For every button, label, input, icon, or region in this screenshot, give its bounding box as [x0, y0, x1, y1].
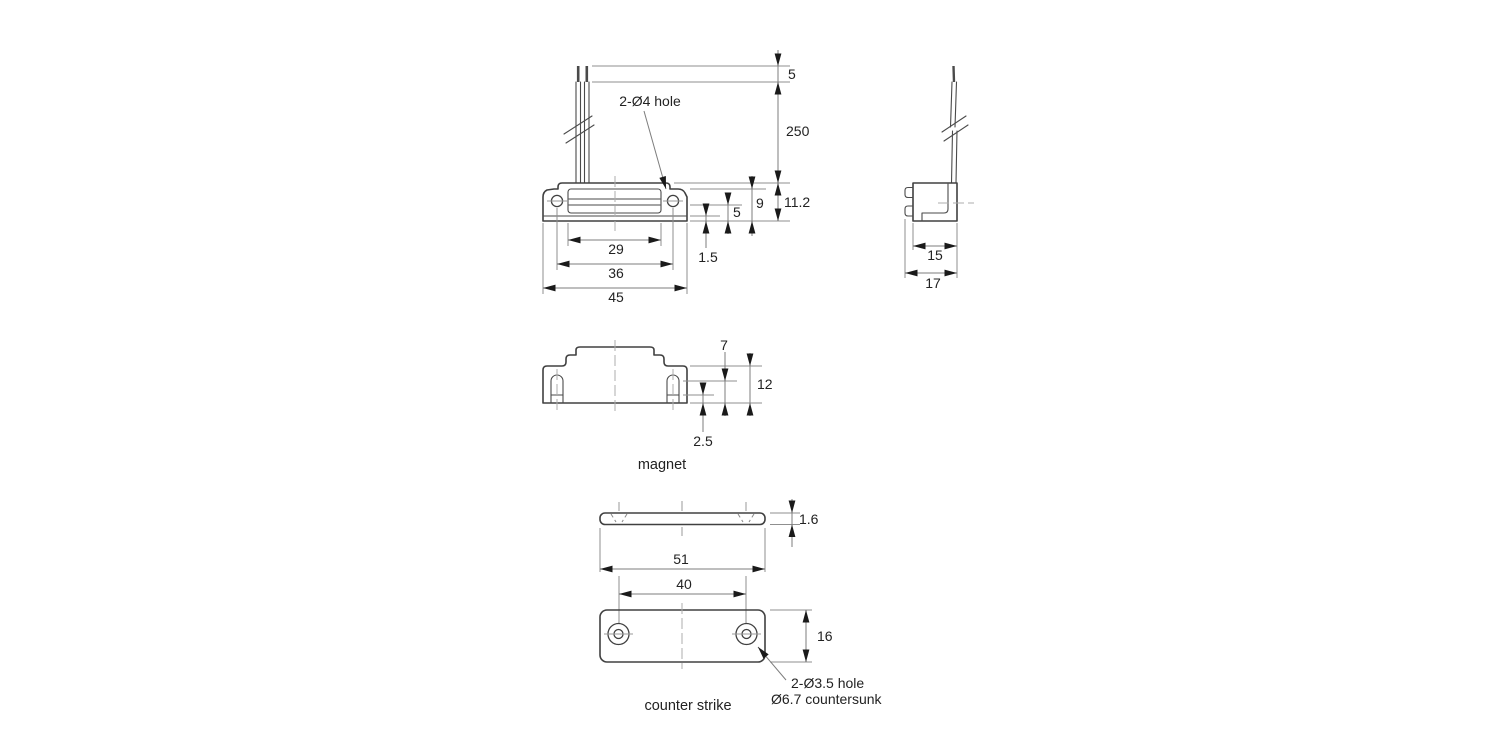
dim-text: 9	[756, 195, 764, 211]
dim-total-depth: 17	[905, 269, 957, 291]
callout-text-line2: Ø6.7 countersunk	[771, 691, 883, 707]
switch-body-outline	[542, 182, 688, 222]
switch-side-body	[912, 182, 958, 222]
callout-text: 2-Ø4 hole	[619, 93, 681, 109]
dim-text: 11.2	[784, 194, 810, 210]
switch-side-view: 15 17	[904, 65, 974, 291]
switch-side-step	[921, 183, 949, 222]
switch-side-wire	[941, 65, 969, 184]
counter-strike-side-view: 1.6 51 40	[599, 499, 819, 640]
dim-text: 5	[788, 66, 796, 82]
dim-body-height: 9	[748, 176, 764, 236]
switch-front-view: 5 250 11.2 9 5 1.5	[542, 50, 810, 305]
dim-text: 12	[757, 376, 773, 392]
dim-wire-length: 250	[774, 82, 810, 183]
magnet-label: magnet	[638, 457, 686, 473]
dim-strike-hole-spacing: 40	[619, 576, 746, 598]
dim-slot-height: 5	[724, 192, 741, 234]
dim-strike-height: 16	[802, 610, 833, 662]
dim-window-width: 29	[568, 236, 661, 257]
dim-text: 16	[817, 628, 833, 644]
dim-text: 15	[927, 247, 943, 263]
wire-break-mark	[943, 124, 969, 142]
dim-text: 36	[608, 265, 624, 281]
dim-lip: 2.5	[693, 382, 713, 449]
dim-width: 45	[543, 284, 687, 305]
hole-callout: 2-Ø4 hole	[619, 93, 681, 190]
dim-height: 12	[746, 353, 773, 416]
switch-side-tab-bottom	[904, 205, 914, 217]
dim-text: 1.6	[799, 511, 819, 527]
magnet-outline	[542, 346, 688, 404]
dim-text: 2.5	[693, 433, 713, 449]
dim-wire-strip: 5	[774, 50, 796, 82]
strike-plate-side	[599, 512, 766, 526]
dim-text: 40	[676, 576, 692, 592]
dim-hole-spacing: 36	[557, 260, 673, 281]
countersink-hidden-lines	[610, 513, 755, 523]
dim-text: 45	[608, 289, 624, 305]
dim-strike-width: 51	[600, 551, 765, 573]
dim-body-depth: 15	[913, 242, 957, 263]
strike-hole-callout: 2-Ø3.5 hole Ø6.7 countersunk	[757, 646, 883, 707]
dim-text: 29	[608, 241, 624, 257]
dim-total-height: 11.2	[774, 183, 810, 221]
counter-strike-label: counter strike	[644, 698, 731, 714]
dim-text: 1.5	[698, 249, 718, 265]
dim-text: 51	[673, 551, 689, 567]
callout-text-line1: 2-Ø3.5 hole	[791, 675, 864, 691]
dim-flange: 1.5	[698, 203, 718, 265]
dim-text: 250	[786, 123, 810, 139]
dim-text: 7	[720, 337, 728, 353]
magnet-view: 7 12 2.5 magnet	[542, 337, 773, 473]
switch-side-tab-top	[904, 186, 914, 199]
dim-text: 5	[733, 204, 741, 220]
dim-text: 17	[925, 275, 941, 291]
wire-break-mark	[565, 124, 595, 144]
wire-break-mark	[941, 115, 967, 133]
dim-thickness: 1.6	[788, 499, 819, 547]
dim-slot-depth: 7	[720, 337, 729, 416]
center-marks	[618, 501, 747, 536]
wire-break-mark	[563, 115, 593, 135]
switch-wires	[563, 66, 595, 184]
counter-strike-plan-view: 16 2-Ø3.5 hole Ø6.7 countersunk counter …	[599, 603, 883, 714]
